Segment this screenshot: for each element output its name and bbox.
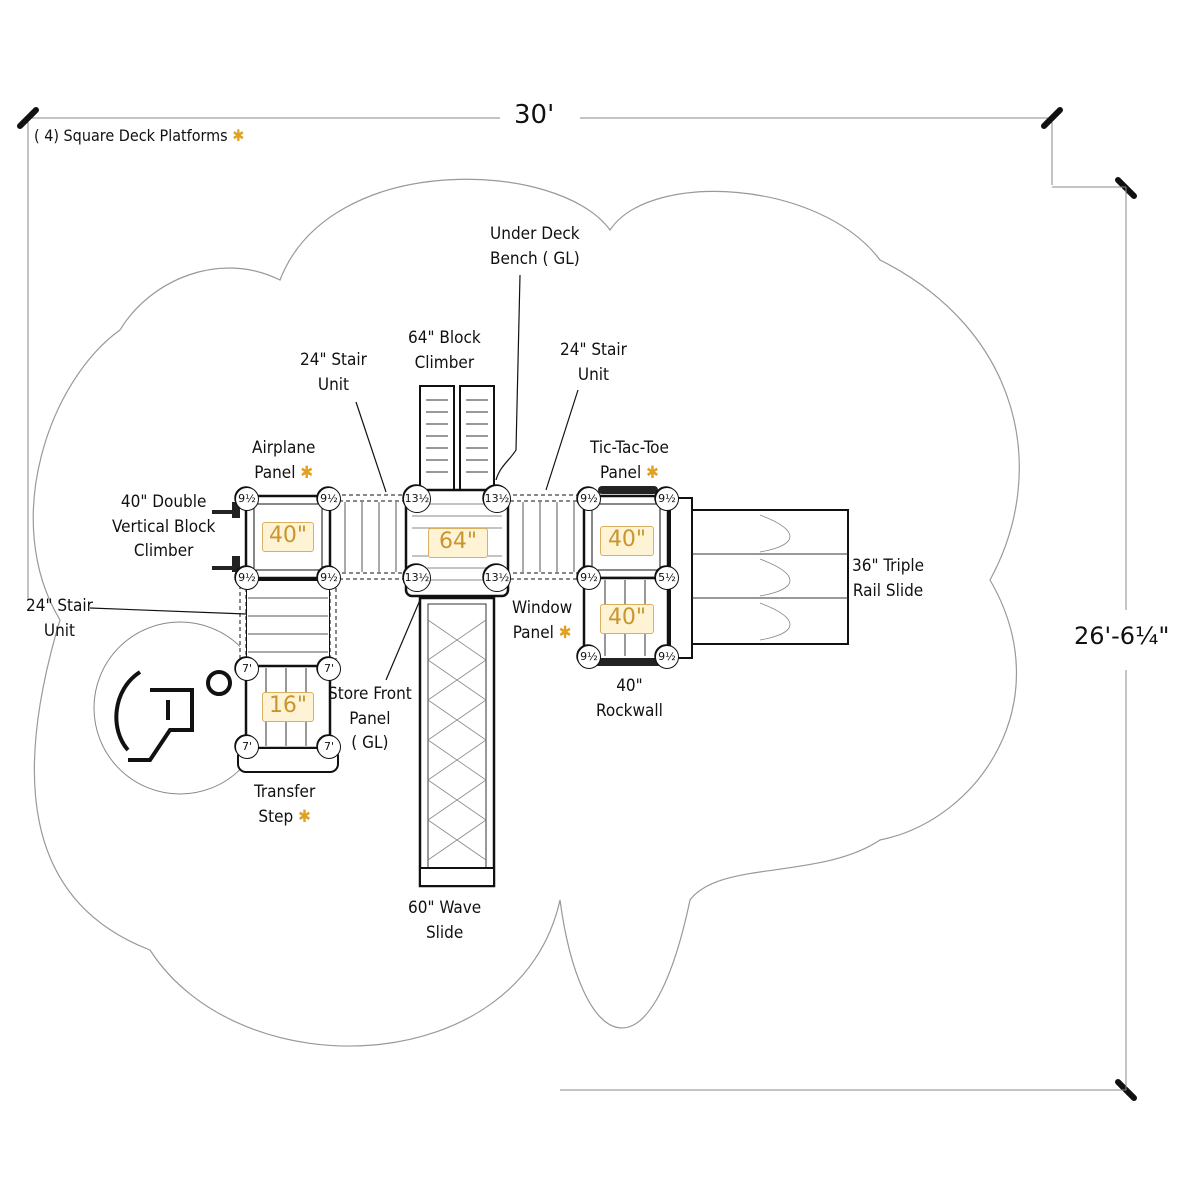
label-line: Panel <box>512 622 554 643</box>
post-label: 13½ <box>483 564 511 592</box>
label-line: 24" Stair <box>26 596 93 616</box>
post-label: 9½ <box>655 487 679 511</box>
label-line: Unit <box>317 374 350 395</box>
label-line: 36" Triple <box>852 556 925 576</box>
label-stair-unit-left: 24" Stair Unit <box>300 348 367 397</box>
label-line: 60" Wave <box>408 898 482 918</box>
label-line: Under Deck <box>490 224 580 244</box>
star-icon: ✱ <box>298 806 311 827</box>
note-star-icon: ✱ <box>232 126 245 145</box>
label-line: Panel <box>600 462 642 483</box>
label-line: Bench ( GL) <box>490 248 580 269</box>
deck-size-tag: 40" <box>262 522 314 552</box>
label-line: Store Front <box>328 684 412 704</box>
post-label: 7' <box>317 657 341 681</box>
post-label: 7' <box>317 735 341 759</box>
label-line: 64" Block <box>408 328 481 348</box>
accessibility-icon <box>114 670 232 762</box>
post-label: 7' <box>235 735 259 759</box>
post-label: 7' <box>235 657 259 681</box>
label-line: ( GL) <box>351 733 389 754</box>
leader-lines <box>89 274 579 681</box>
label-line: Slide <box>425 922 464 943</box>
label-line: Window <box>512 598 573 618</box>
label-double-climber: 40" Double Vertical Block Climber <box>112 490 215 564</box>
label-line: Rail Slide <box>852 580 924 601</box>
label-transfer-step: Transfer Step ✱ <box>254 780 315 829</box>
label-triple-slide: 36" Triple Rail Slide <box>852 554 924 603</box>
label-window-panel: Window Panel ✱ <box>512 596 572 645</box>
label-line: 40" <box>616 676 643 696</box>
stair-unit-left <box>327 494 407 580</box>
label-line: Panel <box>349 708 391 729</box>
label-line: Tic-Tac-Toe <box>590 438 669 458</box>
panel-bars <box>212 486 658 572</box>
wave-slide <box>418 596 496 888</box>
label-line: Unit <box>577 364 610 385</box>
label-tictactoe-panel: Tic-Tac-Toe Panel ✱ <box>590 436 669 485</box>
label-block-climber: 64" Block Climber <box>408 326 481 375</box>
label-line: Transfer <box>254 782 316 802</box>
label-under-deck-bench: Under Deck Bench ( GL) <box>490 222 580 271</box>
label-line: Climber <box>133 541 194 562</box>
deck-size-tag: 16" <box>262 692 314 722</box>
post-label: 13½ <box>403 485 431 513</box>
label-line: Climber <box>414 352 475 373</box>
deck-size-tag: 40" <box>600 604 654 634</box>
dimension-depth-label: 26'-6¼" <box>1068 622 1176 650</box>
post-label: 13½ <box>483 485 511 513</box>
label-line: Vertical Block <box>112 516 216 537</box>
label-line: 24" Stair <box>560 340 627 360</box>
label-wave-slide: 60" Wave Slide <box>408 896 481 945</box>
label-airplane-panel: Airplane Panel ✱ <box>252 436 315 485</box>
label-line: Step <box>258 806 294 827</box>
star-icon: ✱ <box>300 462 314 483</box>
label-line: Panel <box>254 462 296 483</box>
triple-rail-slide <box>669 497 849 659</box>
label-stair-unit-right: 24" Stair Unit <box>560 338 627 387</box>
post-label: 9½ <box>317 487 341 511</box>
post-label: 5½ <box>655 566 679 590</box>
deck-size-tag: 40" <box>600 526 654 556</box>
post-label: 9½ <box>655 645 679 669</box>
deck-platform-note: ( 4) Square Deck Platforms ✱ <box>34 124 244 147</box>
label-line: 24" Stair <box>300 350 367 370</box>
dimension-width-label: 30' <box>508 100 561 130</box>
post-label: 9½ <box>235 566 259 590</box>
label-stair-unit-lower: 24" Stair Unit <box>26 594 93 643</box>
label-store-front: Store Front Panel ( GL) <box>328 682 412 756</box>
post-label: 9½ <box>577 487 601 511</box>
dimension-width <box>27 117 1053 600</box>
use-zone-boundary <box>32 178 1020 1047</box>
block-climber-64 <box>419 385 495 491</box>
post-label: 9½ <box>577 566 601 590</box>
star-icon: ✱ <box>646 462 659 483</box>
post-label: 13½ <box>403 564 431 592</box>
deck-size-tag: 64" <box>428 528 488 558</box>
post-label: 9½ <box>235 487 259 511</box>
label-line: Rockwall <box>596 700 663 721</box>
star-icon: ✱ <box>558 622 572 643</box>
stair-unit-lower <box>239 579 337 667</box>
post-label: 9½ <box>317 566 341 590</box>
label-rockwall: 40" Rockwall <box>596 674 663 723</box>
post-label: 9½ <box>577 645 601 669</box>
dimension-depth <box>560 186 1127 1091</box>
note-text: ( 4) Square Deck Platforms <box>34 126 228 145</box>
label-line: 40" Double <box>120 492 207 512</box>
stair-unit-right <box>505 494 585 580</box>
label-line: Airplane <box>252 438 316 458</box>
label-line: Unit <box>43 620 76 641</box>
